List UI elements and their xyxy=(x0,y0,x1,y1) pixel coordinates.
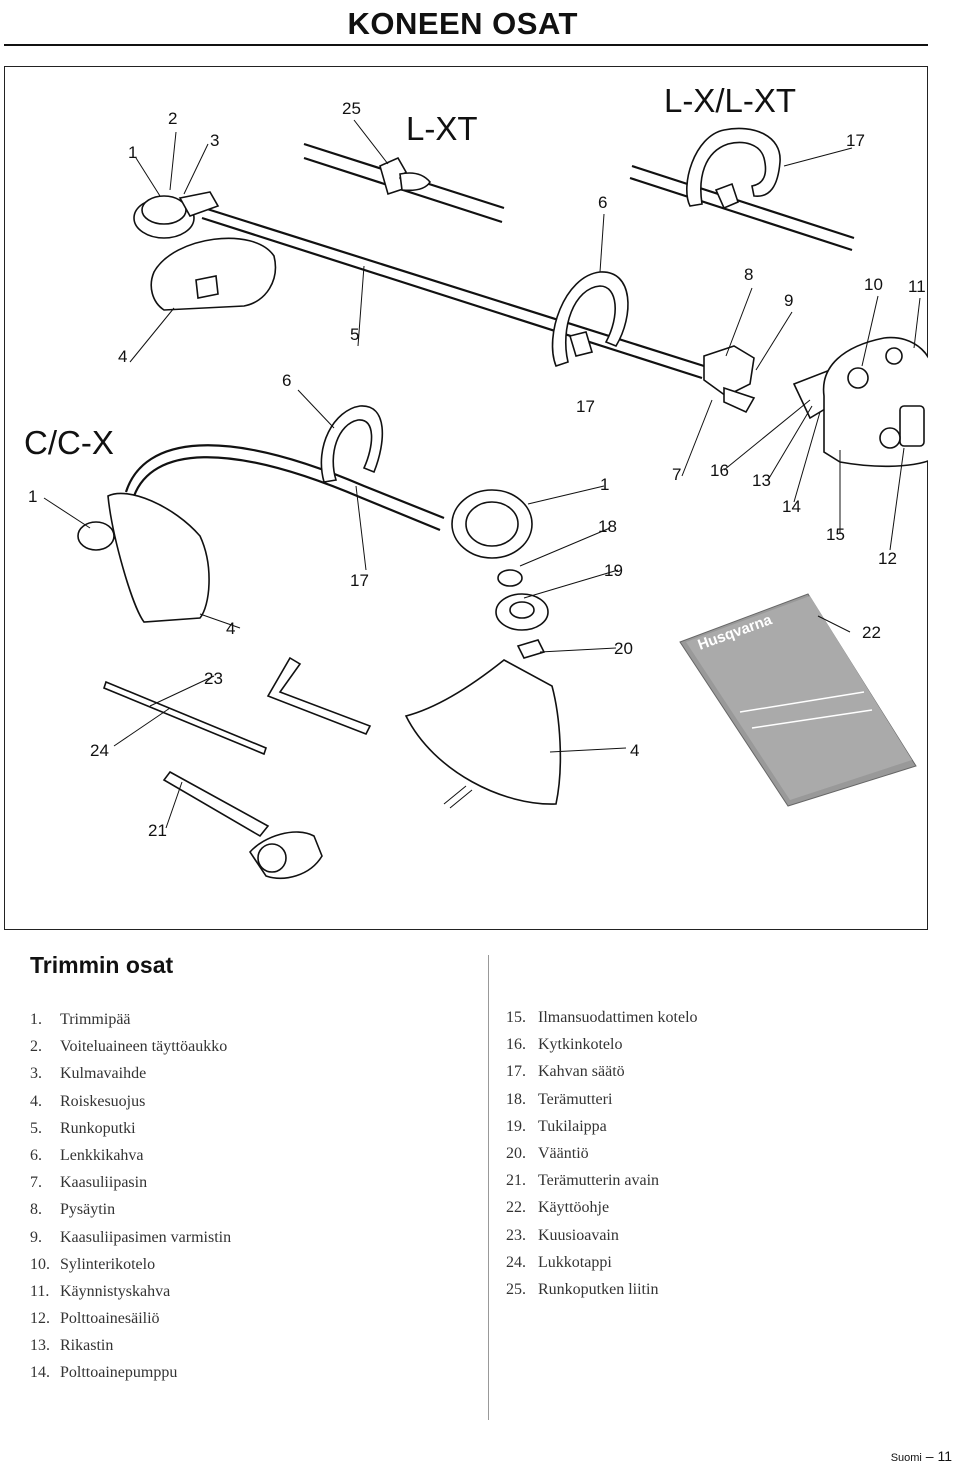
callout-14: 14 xyxy=(782,497,801,516)
callout-9: 9 xyxy=(784,291,793,310)
list-item: 17.Kahvan säätö xyxy=(506,1063,625,1081)
leader-lines xyxy=(43,119,921,829)
list-item: 22.Käyttöohje xyxy=(506,1199,610,1217)
main-shaft xyxy=(201,206,705,380)
column-divider xyxy=(488,955,489,1420)
list-item: 13.Rikastin xyxy=(30,1337,114,1355)
callout-1: 1 xyxy=(28,487,37,506)
callouts: 1 2 3 25 6 17 8 9 10 11 4 5 6 17 1 1 7 1… xyxy=(28,99,926,840)
callout-16: 16 xyxy=(710,461,729,480)
model-label-cx: C/C-X xyxy=(24,424,114,461)
callout-1: 1 xyxy=(128,143,137,162)
callout-6: 6 xyxy=(598,193,607,212)
list-item: 25.Runkoputken liitin xyxy=(506,1280,659,1298)
callout-6: 6 xyxy=(282,371,291,390)
list-item: 21.Terämutterin avain xyxy=(506,1172,660,1190)
list-item: 3.Kulmavaihde xyxy=(30,1065,147,1083)
callout-17: 17 xyxy=(350,571,369,590)
callout-22: 22 xyxy=(862,623,881,642)
parts-heading: Trimmin osat xyxy=(30,952,174,978)
model-label-lx: L-X/L-XT xyxy=(664,82,796,119)
callout-11: 11 xyxy=(908,277,926,296)
list-item: 16.Kytkinkotelo xyxy=(506,1036,623,1054)
lx-handle-detail xyxy=(629,127,855,252)
callout-23: 23 xyxy=(204,669,223,688)
callout-12: 12 xyxy=(878,549,897,568)
callout-17: 17 xyxy=(846,131,865,150)
list-item: 19.Tukilaippa xyxy=(506,1117,607,1135)
footer-language: Suomi xyxy=(890,1452,922,1464)
callout-5: 5 xyxy=(350,325,359,344)
list-item: 12.Polttoainesäiliö xyxy=(30,1310,160,1328)
callout-15: 15 xyxy=(826,525,845,544)
page-number: 11 xyxy=(937,1448,952,1464)
callout-3: 3 xyxy=(210,131,219,150)
callout-21: 21 xyxy=(148,821,167,840)
callout-25: 25 xyxy=(342,99,361,118)
callout-4: 4 xyxy=(118,347,127,366)
callout-7: 7 xyxy=(672,465,681,484)
model-label-lxt: L-XT xyxy=(406,110,478,147)
footer-separator: – xyxy=(925,1448,934,1464)
list-item: 7.Kaasuliipasin xyxy=(30,1174,148,1192)
list-item: 14.Polttoainepumppu xyxy=(30,1364,178,1382)
header-rule xyxy=(4,44,928,46)
parts-list-left: 1.Trimmipää 2.Voiteluaineen täyttöaukko … xyxy=(30,1006,231,1387)
parts-diagram: Husqvarna xyxy=(24,82,928,879)
list-item: 24.Lukkotappi xyxy=(506,1253,612,1271)
list-item: 23.Kuusioavain xyxy=(506,1226,619,1244)
list-item: 11.Käynnistyskahva xyxy=(30,1282,171,1300)
callout-2: 2 xyxy=(168,109,177,128)
callout-1: 1 xyxy=(600,475,609,494)
list-item: 20.Vääntiö xyxy=(506,1144,589,1162)
list-item: 8.Pysäytin xyxy=(30,1201,116,1219)
callout-19: 19 xyxy=(604,561,623,580)
cx-curved-shaft xyxy=(77,405,445,623)
lxt-shaft-detail xyxy=(303,142,505,224)
list-item: 4.Roiskesuojus xyxy=(30,1092,146,1110)
engine-unit xyxy=(703,336,928,468)
callout-8: 8 xyxy=(744,265,753,284)
list-item: 15.Ilmansuodattimen kotelo xyxy=(506,1009,698,1026)
callout-13: 13 xyxy=(752,471,771,490)
callout-24: 24 xyxy=(90,741,109,760)
tools xyxy=(103,656,372,879)
callout-20: 20 xyxy=(614,639,633,658)
list-item: 1.Trimmipää xyxy=(30,1011,131,1028)
callout-17: 17 xyxy=(576,397,595,416)
list-item: 9.Kaasuliipasimen varmistin xyxy=(30,1228,232,1246)
callout-4: 4 xyxy=(226,619,235,638)
page-footer: Suomi – 11 xyxy=(891,1448,952,1464)
diagram-frame xyxy=(4,66,928,930)
callout-10: 10 xyxy=(864,275,883,294)
list-item: 6.Lenkkikahva xyxy=(30,1146,144,1164)
page-title: KONEEN OSAT xyxy=(347,6,578,41)
list-item: 5.Runkoputki xyxy=(30,1119,136,1137)
parts-list-right: 15.Ilmansuodattimen kotelo 16.Kytkinkote… xyxy=(506,1004,698,1303)
callout-18: 18 xyxy=(598,517,617,536)
exploded-parts xyxy=(404,489,562,809)
trimmer-head-top xyxy=(133,191,277,311)
list-item: 2.Voiteluaineen täyttöaukko xyxy=(30,1038,228,1056)
loop-handle-mid xyxy=(551,271,629,367)
list-item: 10.Sylinterikotelo xyxy=(30,1255,156,1273)
list-item: 18.Terämutteri xyxy=(506,1090,613,1108)
callout-4: 4 xyxy=(630,741,639,760)
